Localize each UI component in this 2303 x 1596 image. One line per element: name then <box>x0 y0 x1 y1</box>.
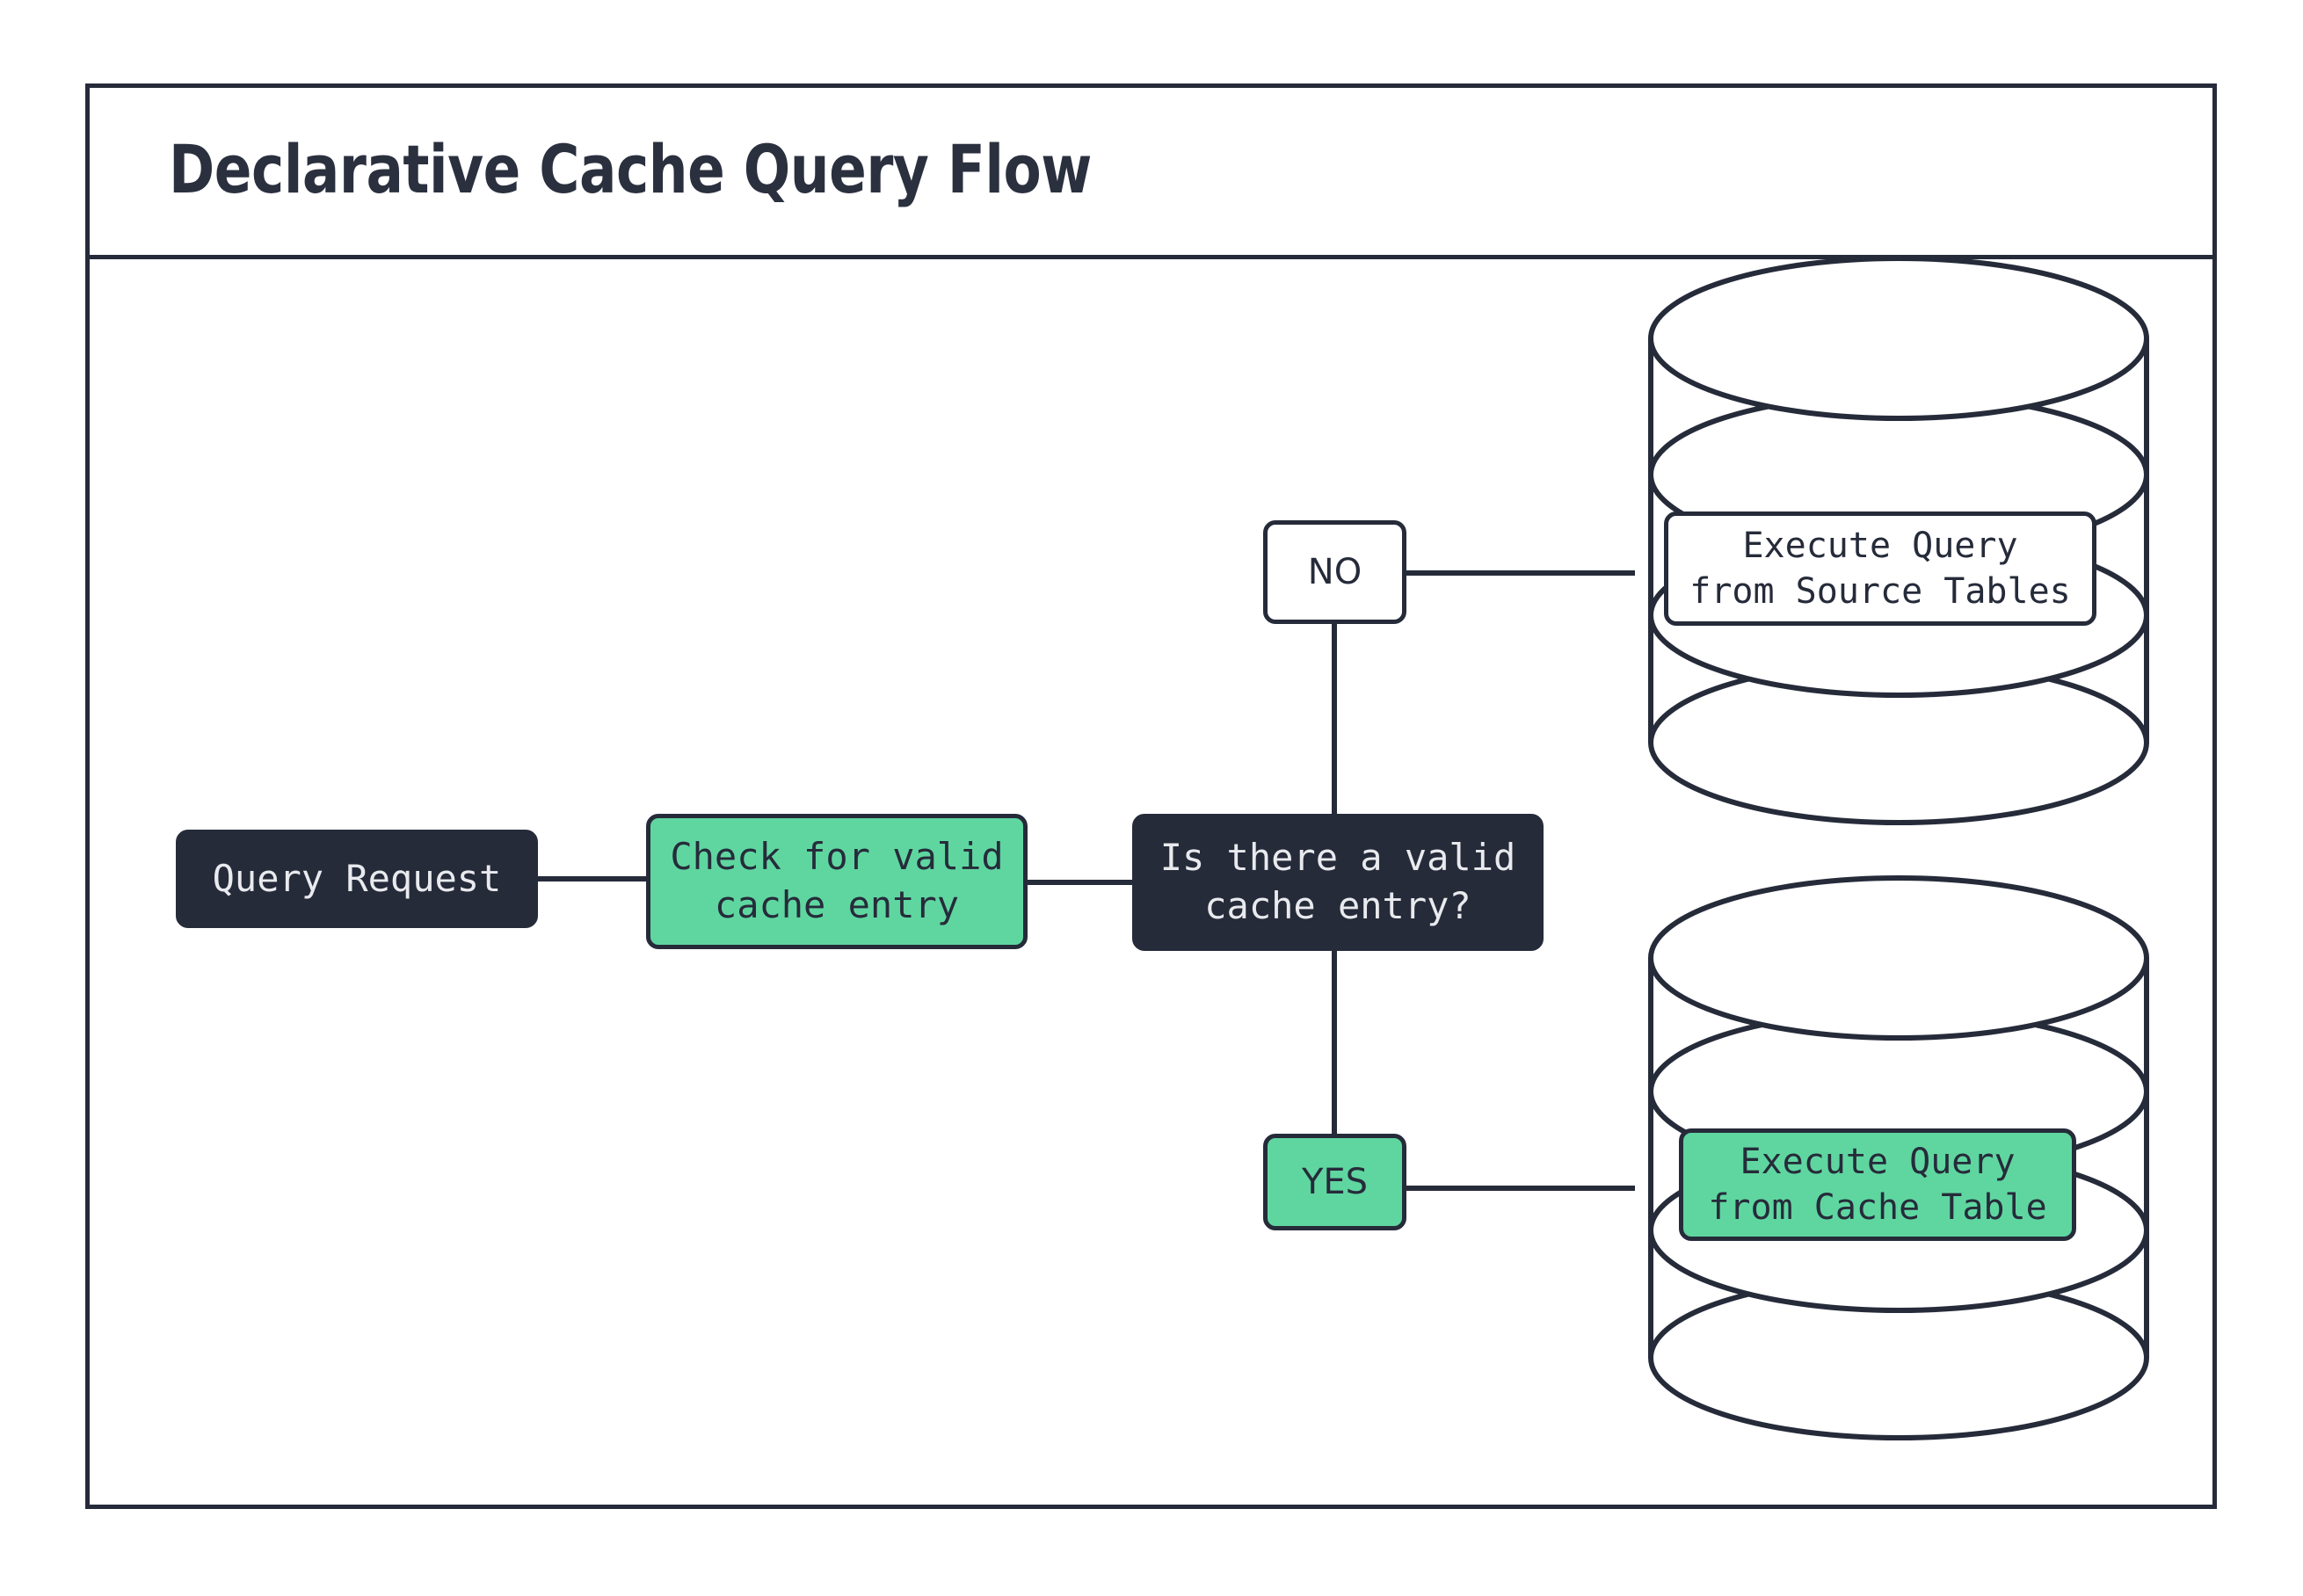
page-title: Declarative Cache Query Flow <box>169 130 1092 208</box>
node-execute-query-from-source-tables[interactable]: Execute Query from Source Tables <box>1664 511 2096 626</box>
node-query-request[interactable]: Query Request <box>176 830 538 928</box>
node-check-for-valid-cache-entry[interactable]: Check for valid cache entry <box>646 814 1028 949</box>
diagram-frame <box>85 83 2217 1509</box>
node-execute-query-from-cache-table[interactable]: Execute Query from Cache Table <box>1679 1128 2076 1241</box>
edge-label-no[interactable]: NO <box>1263 520 1406 624</box>
edge-label-yes[interactable]: YES <box>1263 1134 1406 1230</box>
diagram-header: Declarative Cache Query Flow <box>85 83 2217 259</box>
node-decision-valid-cache-entry[interactable]: Is there a valid cache entry? <box>1132 814 1544 951</box>
